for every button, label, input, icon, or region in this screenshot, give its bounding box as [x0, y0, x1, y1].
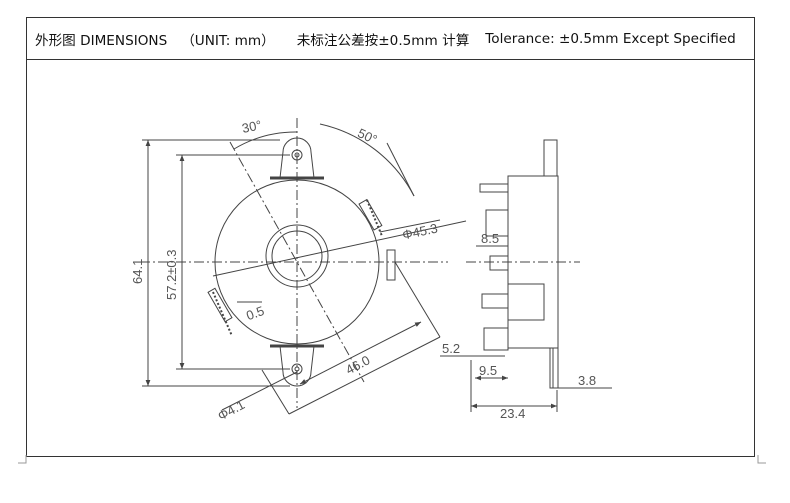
label-angle-50: 50°: [355, 125, 379, 147]
label-9-5: 9.5: [479, 363, 497, 378]
label-phi4-1: Φ4.1: [215, 397, 247, 424]
tilted-edge-left: [261, 369, 290, 415]
side-top-tab: [543, 139, 558, 177]
side-bottom-pins: [549, 347, 559, 389]
title-label: 外形图 DIMENSIONS: [35, 32, 168, 49]
side-view-labels: 8.5 5.2 9.5 23.4 3.8: [442, 231, 596, 421]
label-8-5: 8.5: [481, 231, 499, 246]
bottom-mounting-hole-inner: [294, 366, 300, 372]
tolerance-cn-label: 未标注公差按±0.5mm 计算: [296, 32, 470, 49]
right-side-tab: [386, 249, 396, 281]
tilted-edge-right: [394, 261, 441, 338]
terminal-1: [479, 183, 509, 193]
tilted-edge-bottom: [288, 336, 441, 415]
angle-leader: [386, 142, 415, 197]
terminal-2: [485, 209, 509, 237]
angle-arc-50: [319, 123, 415, 197]
label-hole-spacing-57-2: 57.2±0.3: [164, 249, 179, 300]
tolerance-en-label: Tolerance: ±0.5mm Except Specified: [485, 30, 736, 47]
side-connector-block: [507, 283, 545, 321]
top-mounting-ear: [279, 137, 315, 179]
right-tab-hatching: [366, 199, 383, 237]
left-terminal-tab: [207, 287, 233, 323]
top-mounting-hole: [291, 149, 303, 161]
unit-label: （UNIT: mm）: [181, 32, 275, 49]
front-view-labels: 30° 50° Φ45.3 64.1 57.2±0.3 0.5 46.0 Φ4.…: [130, 117, 439, 423]
label-offset-0-5: 0.5: [244, 303, 266, 323]
label-phi45-3: Φ45.3: [401, 220, 439, 242]
left-tab-hatching: [212, 291, 233, 337]
label-5-2: 5.2: [442, 341, 460, 356]
header-bar: 外形图 DIMENSIONS （UNIT: mm） 未标注公差按±0.5mm 计…: [27, 18, 754, 60]
inner-boss-inner-circle: [271, 230, 323, 282]
label-3-8: 3.8: [578, 373, 596, 388]
angle-arc-30: [233, 131, 298, 150]
terminal-4: [481, 293, 509, 309]
outer-body-circle: [214, 179, 380, 345]
label-angle-30: 30°: [241, 117, 263, 136]
corner-mark-bottom-left: [18, 455, 27, 464]
dim-line-46: [299, 321, 422, 385]
top-mounting-hole-inner: [294, 152, 300, 158]
corner-mark-bottom-right: [757, 455, 766, 464]
label-23-4: 23.4: [500, 406, 525, 421]
label-height-64-1: 64.1: [130, 259, 145, 284]
leader-phi45: [379, 219, 441, 233]
terminal-5: [483, 327, 509, 351]
inner-boss-circle: [265, 224, 329, 288]
leader-phi4-1: [221, 371, 298, 411]
rotated-centerline-oblique: [212, 220, 467, 277]
front-view: [140, 118, 467, 415]
side-view: [440, 139, 612, 412]
terminal-3: [489, 255, 509, 271]
